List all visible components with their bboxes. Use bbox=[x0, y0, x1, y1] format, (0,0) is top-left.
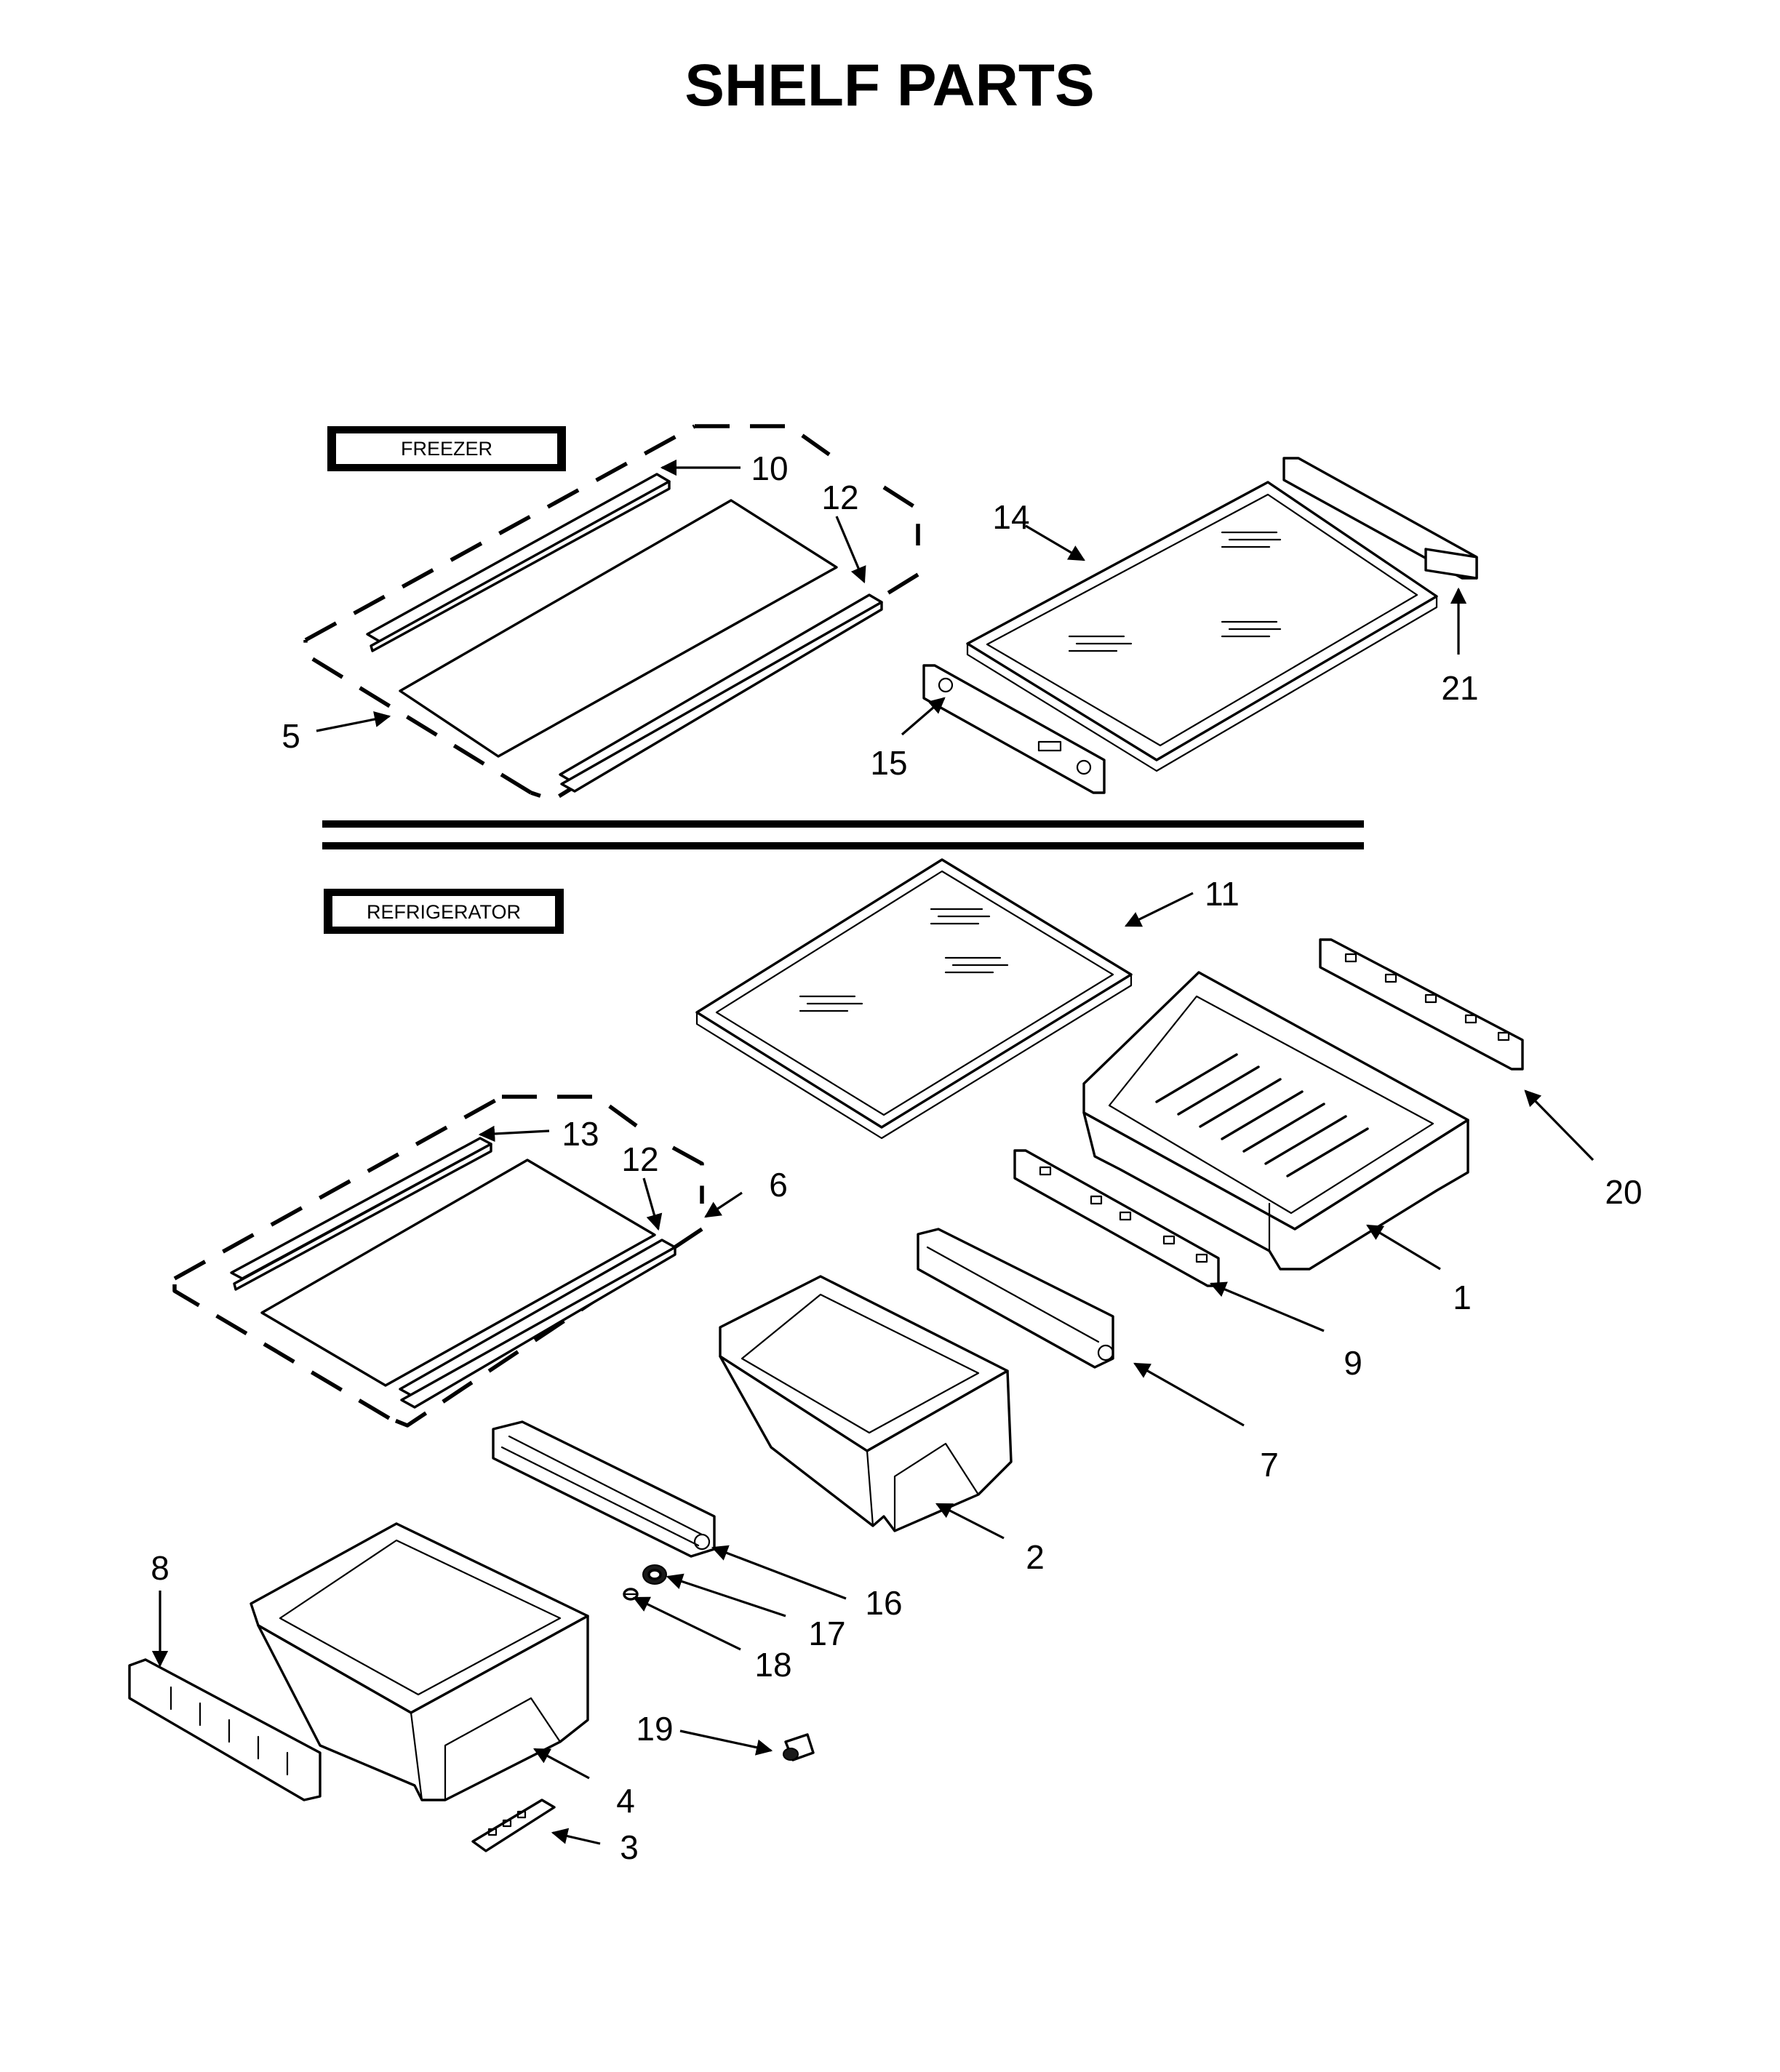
callout-4: 4 bbox=[616, 1782, 635, 1820]
callout-18: 18 bbox=[754, 1646, 791, 1684]
part-20-crisper-rail-right bbox=[1319, 938, 1524, 1071]
part-5-freezer-shelf-assembly bbox=[303, 424, 920, 802]
callout-2: 2 bbox=[1026, 1538, 1045, 1576]
section-divider bbox=[322, 820, 1364, 849]
part-19-fastener bbox=[783, 1733, 815, 1761]
callout-1: 1 bbox=[1453, 1279, 1472, 1316]
refrigerator-label: REFRIGERATOR bbox=[367, 901, 521, 923]
callout-14: 14 bbox=[992, 498, 1029, 536]
callout-11: 11 bbox=[1205, 875, 1240, 913]
callout-6: 6 bbox=[769, 1166, 788, 1204]
part-14-freezer-glass-shelf bbox=[966, 481, 1438, 772]
callout-17: 17 bbox=[808, 1615, 845, 1652]
part-15-shelf-front-trim bbox=[922, 664, 1106, 794]
part-8-drawer-support-rail bbox=[128, 1658, 322, 1801]
callout-3: 3 bbox=[620, 1828, 639, 1866]
callout-5: 5 bbox=[282, 717, 300, 755]
part-11-refrigerator-glass-shelf bbox=[695, 858, 1133, 1140]
part-18-screw bbox=[623, 1588, 639, 1601]
part-6-refrigerator-shelf-assembly bbox=[172, 1095, 704, 1428]
callout-15: 15 bbox=[870, 744, 907, 782]
part-2-refrigerator-drawer bbox=[719, 1275, 1013, 1532]
page-title: SHELF PARTS bbox=[685, 52, 1094, 119]
callout-10: 10 bbox=[751, 449, 788, 487]
part-16-drawer-slide-left bbox=[492, 1420, 716, 1558]
callout-20: 20 bbox=[1605, 1173, 1642, 1211]
callout-12-freezer: 12 bbox=[821, 479, 858, 516]
part-21-shelf-side-trim bbox=[1282, 457, 1478, 580]
callout-21: 21 bbox=[1441, 669, 1478, 707]
callout-9: 9 bbox=[1344, 1344, 1362, 1382]
callout-12-refrigerator: 12 bbox=[621, 1140, 658, 1178]
callout-13: 13 bbox=[562, 1115, 599, 1153]
callout-16: 16 bbox=[865, 1584, 902, 1622]
callout-labels: 10 12 5 14 21 15 11 13 12 6 20 1 9 7 2 1… bbox=[151, 449, 1642, 1866]
callout-8: 8 bbox=[151, 1549, 169, 1587]
part-3-drawer-clip bbox=[471, 1799, 556, 1852]
callout-19: 19 bbox=[636, 1710, 673, 1748]
part-4-lower-drawer bbox=[250, 1522, 589, 1801]
callout-7: 7 bbox=[1260, 1446, 1279, 1484]
refrigerator-label-box: REFRIGERATOR bbox=[324, 889, 564, 934]
callout-arrows bbox=[151, 459, 1595, 1845]
part-17-roller bbox=[642, 1564, 667, 1585]
freezer-label: FREEZER bbox=[401, 438, 492, 460]
freezer-label-box: FREEZER bbox=[327, 426, 566, 471]
part-7-drawer-slide-rail bbox=[917, 1228, 1114, 1369]
